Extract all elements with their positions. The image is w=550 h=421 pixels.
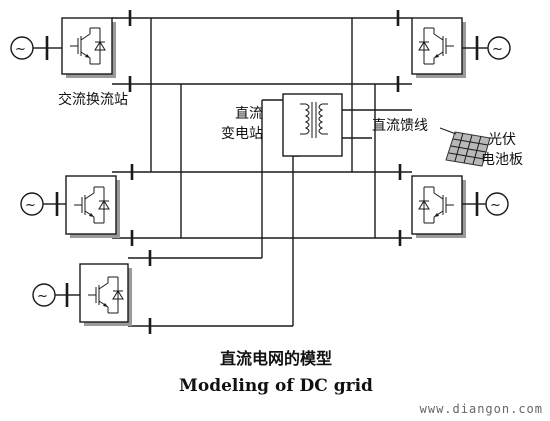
converter-mid-left: ~ [20,175,120,238]
converter-top-left: ~ [10,17,116,78]
dc-network-lines [112,17,412,327]
svg-text:~: ~ [37,289,48,304]
converter-top-right: ~ [411,17,511,78]
converter-bottom-left: ~ [32,263,132,326]
pv-leader-line [439,127,457,135]
bus-tick-marks [128,10,402,334]
label-dc-substation-2: 变电站 [221,126,263,142]
svg-text:~: ~ [25,198,36,213]
caption-cn: 直流电网的模型 [220,349,332,368]
pv-panel-icon [445,131,491,167]
dc-substation [282,93,343,157]
label-converter-station: 交流换流站 [58,91,128,108]
svg-text:~: ~ [492,42,503,57]
converter-mid-right: ~ [411,175,509,238]
label-pv-1: 光伏 [488,132,516,148]
label-dc-substation-1: 直流 [235,105,263,122]
svg-text:~: ~ [15,42,26,57]
label-dc-feeder: 直流馈线 [372,117,428,134]
watermark: www.diangon.com [420,402,543,416]
caption-en: Modeling of DC grid [179,376,373,396]
label-pv-2: 电池板 [481,152,523,168]
svg-text:~: ~ [490,198,501,213]
transformer-icon [300,102,328,138]
